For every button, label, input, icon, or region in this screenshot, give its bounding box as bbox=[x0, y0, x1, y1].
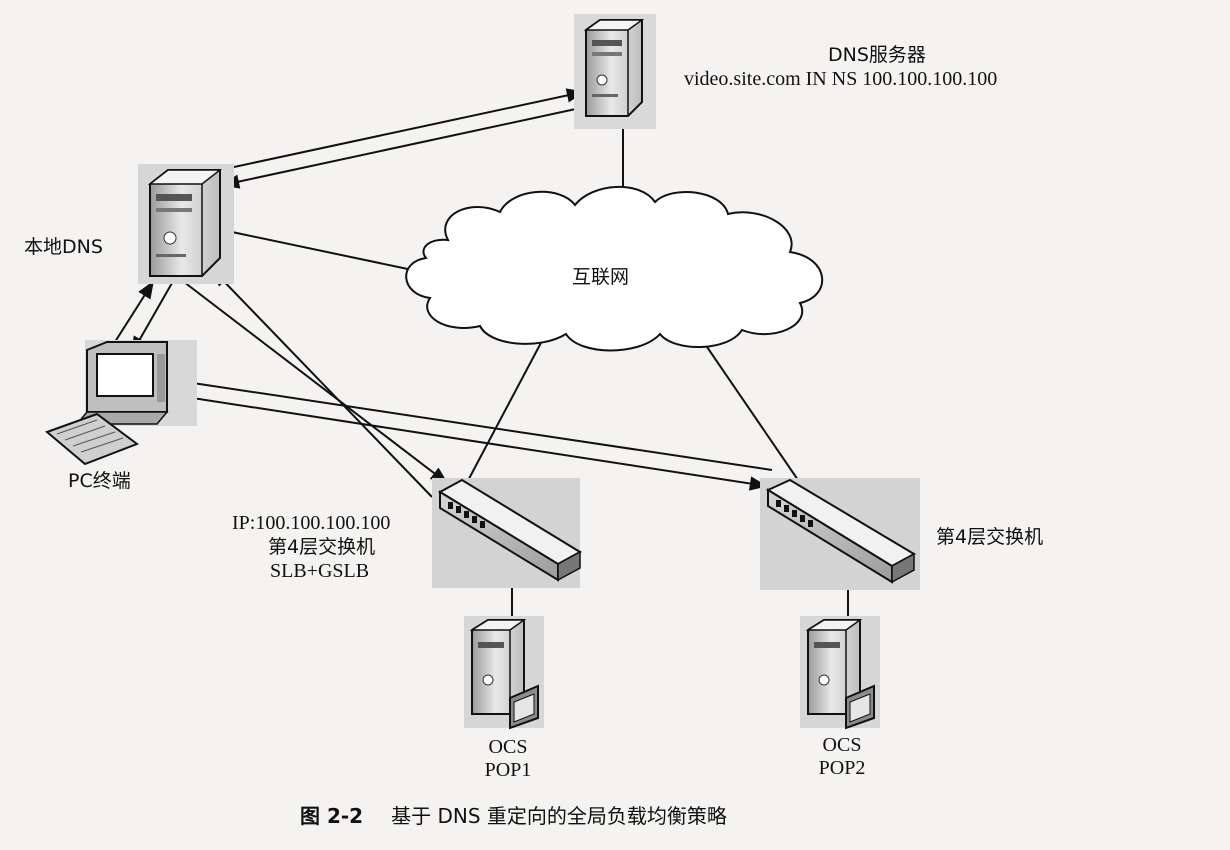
request-arrows bbox=[112, 88, 773, 498]
ocs-pop1-server-icon bbox=[464, 616, 544, 730]
dns-server-title: DNS服务器 bbox=[828, 44, 926, 66]
pc-terminal-icon bbox=[45, 340, 197, 466]
arrow-local-dns-to-dns-server bbox=[219, 88, 585, 171]
layer4-switch-2-icon bbox=[760, 478, 920, 590]
ocs2-line1-label: OCS bbox=[822, 734, 862, 756]
layer4-switch-1-icon bbox=[432, 478, 582, 588]
internet-label: 互联网 bbox=[572, 266, 630, 288]
ocs-pop2-server-icon bbox=[800, 616, 880, 730]
local-dns-server-icon bbox=[138, 164, 234, 284]
arrow-pc-to-local-dns bbox=[112, 280, 154, 346]
link-local-dns-internet bbox=[231, 231, 423, 273]
switch2-name-label: 第4层交换机 bbox=[936, 526, 1044, 548]
figure-caption: 图 2-2 基于 DNS 重定向的全局负载均衡策略 bbox=[300, 800, 727, 829]
ocs1-line2-label: POP1 bbox=[484, 759, 532, 781]
figure-number: 图 2-2 bbox=[300, 804, 364, 828]
arrow-local-dns-to-switch1 bbox=[183, 281, 449, 485]
link-internet-switch2 bbox=[691, 324, 799, 481]
arrow-pc-to-switch2 bbox=[159, 392, 768, 491]
internet-cloud-icon bbox=[405, 185, 824, 352]
arrow-dns-server-to-local-dns bbox=[221, 106, 586, 189]
ocs2-line2-label: POP2 bbox=[818, 757, 866, 779]
arrow-switch1-to-local-dns bbox=[211, 268, 433, 498]
arrow-switch2-to-pc bbox=[151, 372, 773, 471]
local-dns-label: 本地DNS bbox=[24, 236, 103, 258]
switch1-name-label: 第4层交换机 bbox=[268, 536, 376, 558]
dns-server-icon bbox=[574, 14, 656, 129]
switch1-ip-label: IP:100.100.100.100 bbox=[232, 512, 391, 534]
switch1-role-label: SLB+GSLB bbox=[270, 560, 370, 582]
pc-terminal-label: PC终端 bbox=[68, 470, 131, 492]
ocs1-line1-label: OCS bbox=[488, 736, 528, 758]
link-internet-switch1 bbox=[462, 321, 553, 491]
figure-caption-text: 基于 DNS 重定向的全局负载均衡策略 bbox=[391, 804, 727, 828]
dns-server-record: video.site.com IN NS 100.100.100.100 bbox=[684, 68, 998, 90]
